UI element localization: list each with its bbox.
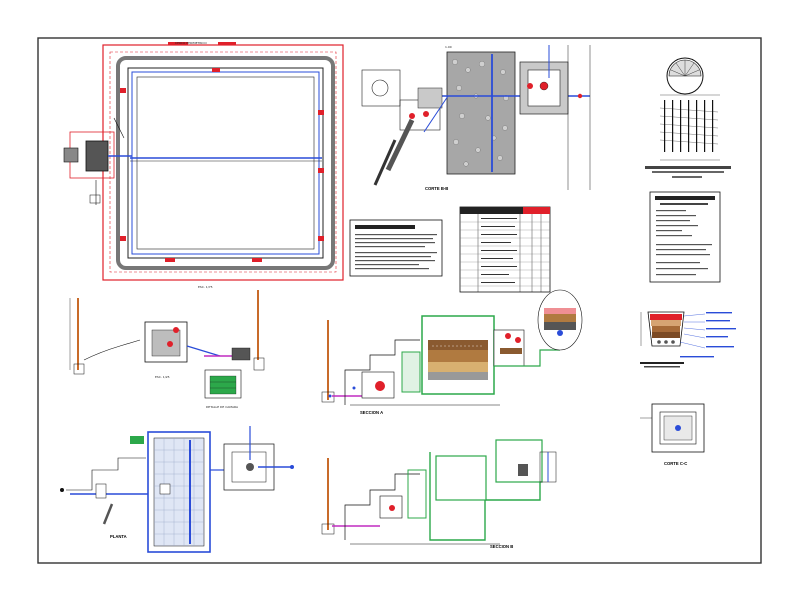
well-detail: CORTE C-C — [640, 403, 705, 466]
spec-box — [649, 191, 721, 283]
svg-text:SECCION A: SECCION A — [360, 410, 383, 415]
tank-section-b: SECCION B — [321, 439, 557, 549]
arch-detail — [645, 57, 731, 178]
site-plan: ESC. 1/75 CERCO PERIMETRICO — [63, 41, 344, 289]
materials-table — [459, 206, 551, 293]
filter-section — [640, 311, 736, 368]
svg-text:CORTE B-B: CORTE B-B — [425, 186, 448, 191]
svg-text:CORTE C-C: CORTE C-C — [664, 461, 687, 466]
pipe-section: CORTE B-B 1.00 — [361, 45, 591, 191]
svg-text:PLANTA: PLANTA — [110, 534, 127, 539]
svg-text:SECCION B: SECCION B — [490, 544, 513, 549]
sheet-border — [37, 37, 762, 564]
svg-text:DETALLE DE CAMARA: DETALLE DE CAMARA — [206, 405, 239, 409]
tank-plan: PLANTA — [60, 426, 294, 553]
svg-text:CERCO PERIMETRICO: CERCO PERIMETRICO — [175, 41, 207, 45]
pipe-profile: ESC. 1/25 DETALLE DE CAMARA — [69, 290, 265, 409]
svg-text:1.00: 1.00 — [445, 45, 452, 49]
svg-text:ESC. 1/75: ESC. 1/75 — [198, 285, 213, 289]
tank-section-a: SECCION A — [321, 289, 583, 415]
notes-box — [349, 219, 443, 277]
svg-text:ESC. 1/25: ESC. 1/25 — [155, 375, 170, 379]
